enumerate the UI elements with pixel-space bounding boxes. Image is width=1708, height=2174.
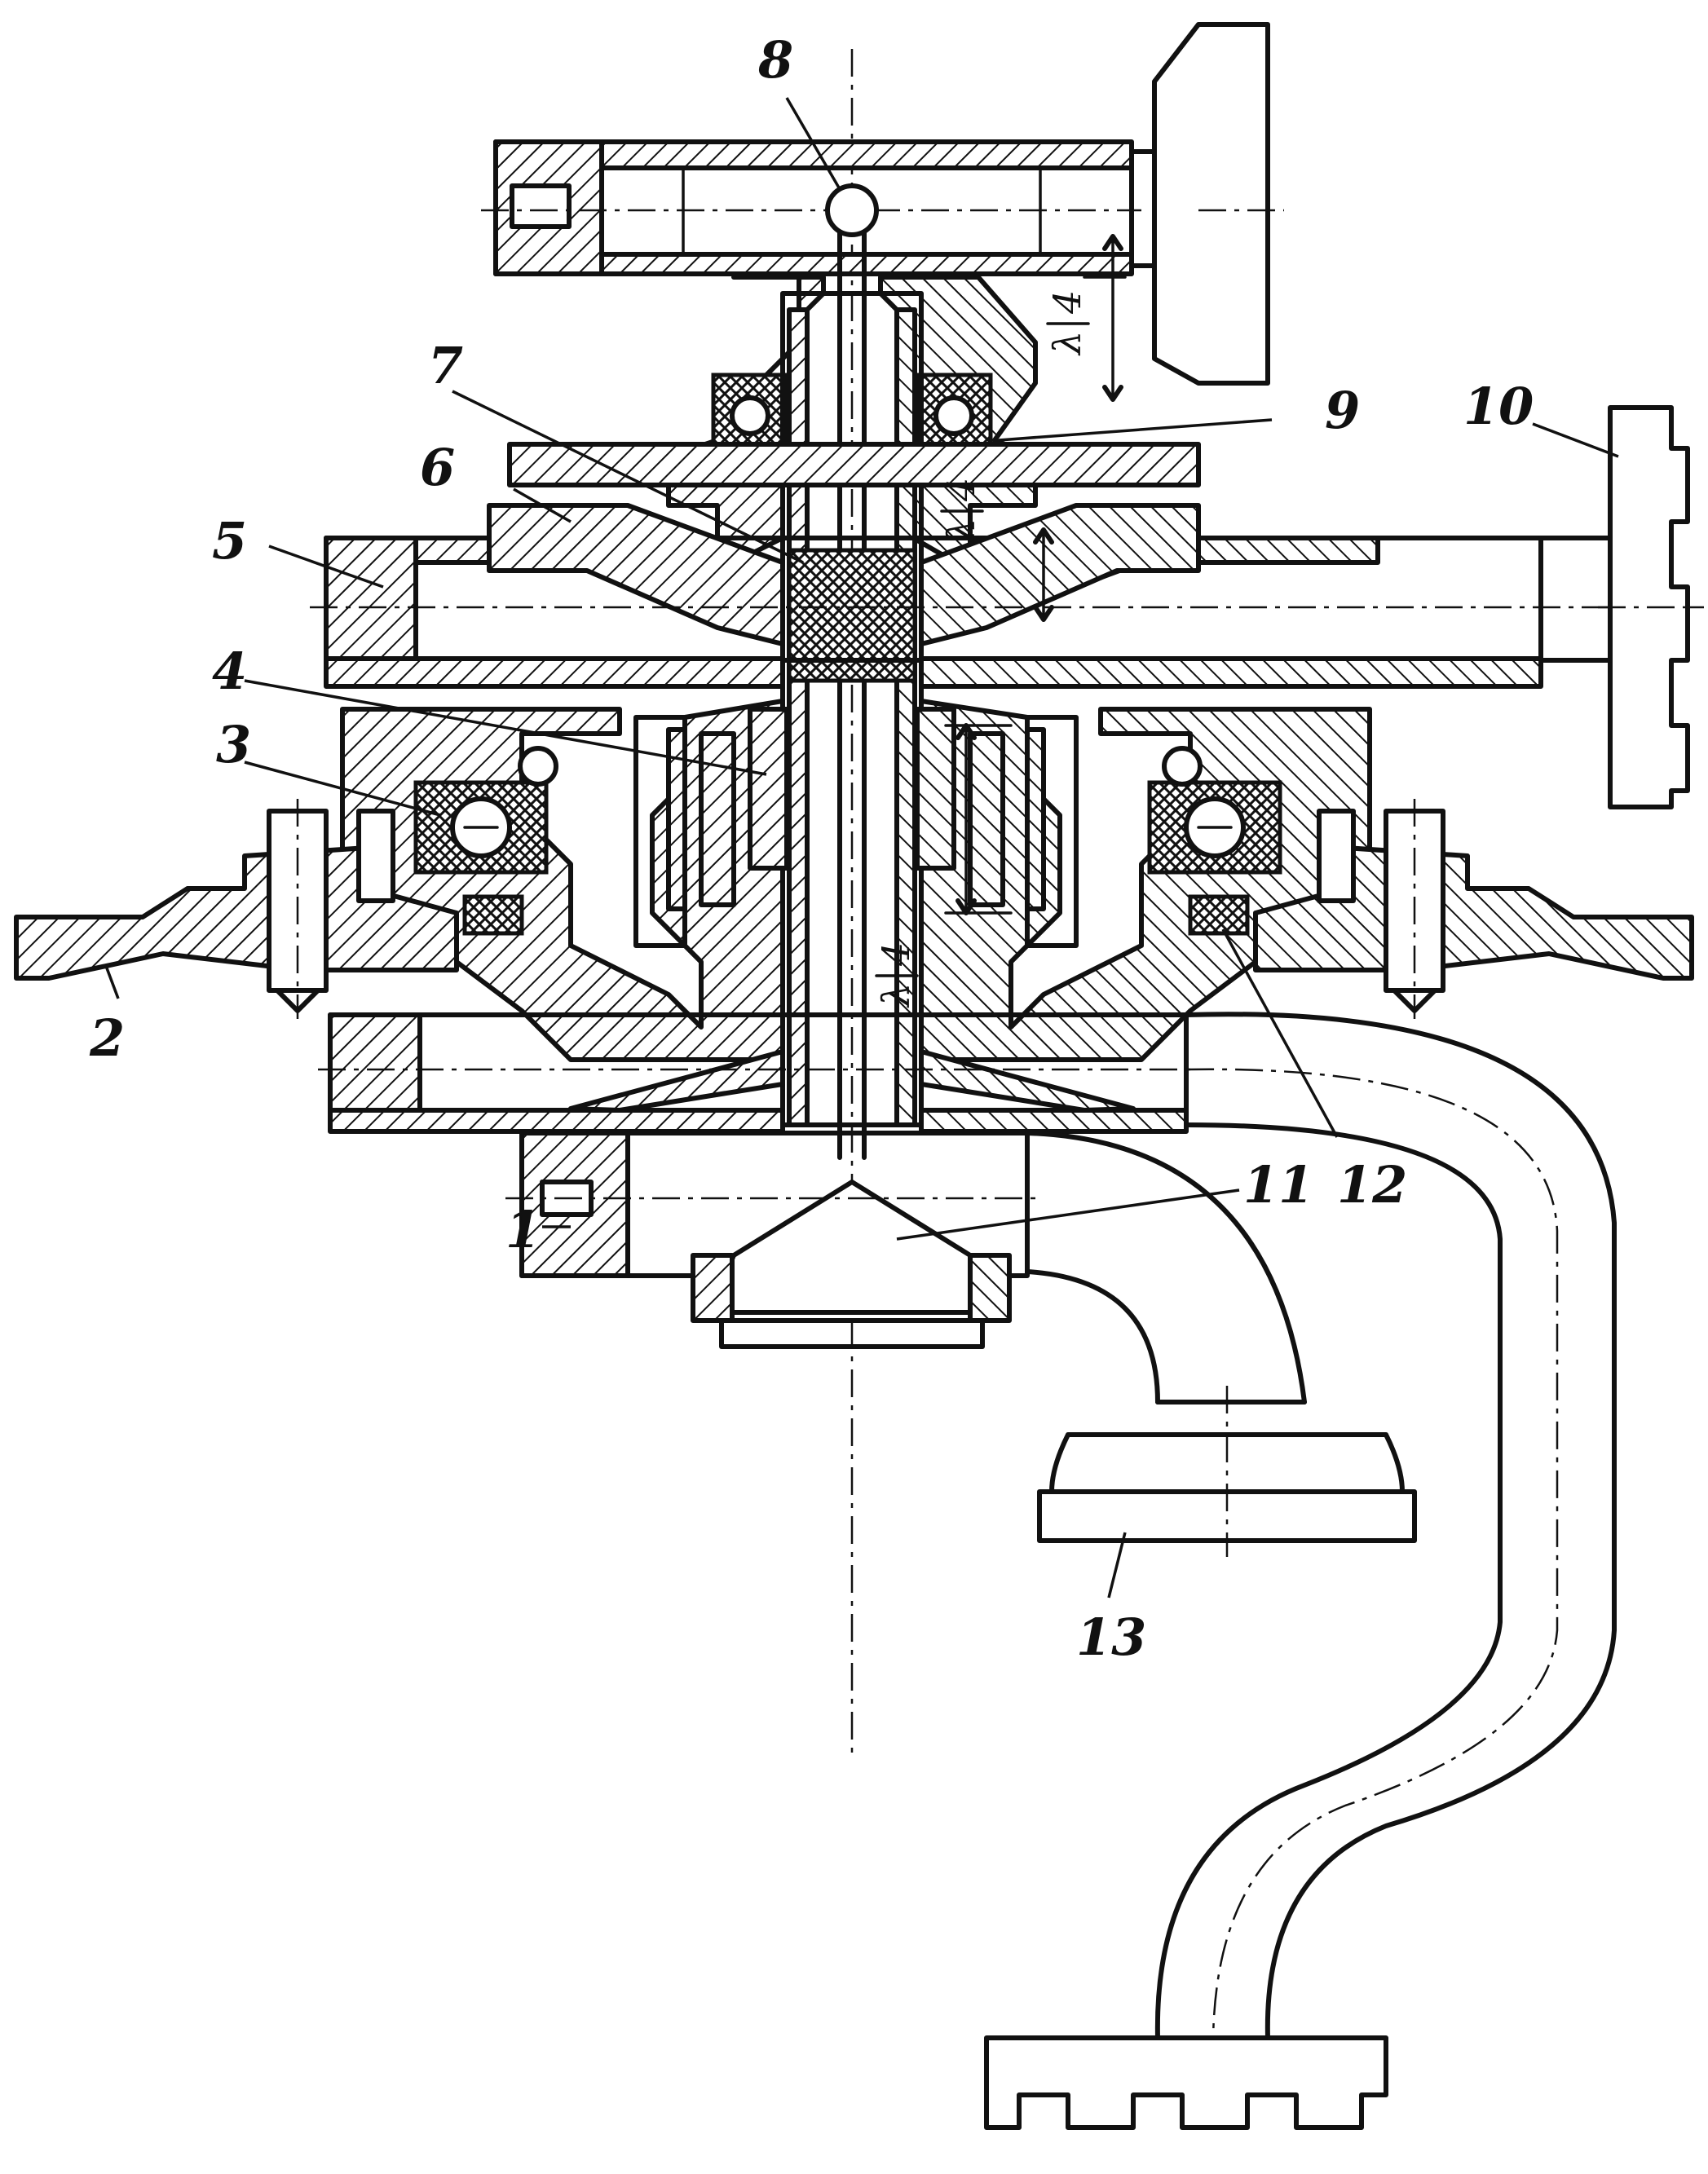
callout-1: 1	[505, 1200, 541, 1259]
waveguide-5-10	[310, 442, 1696, 689]
callout-7: 7	[428, 336, 463, 395]
base-plate-2	[14, 799, 1694, 1019]
dim-middle-lambda: λ	[939, 518, 983, 544]
bottom-waveguide-1	[505, 1131, 1044, 1349]
choke-sleeve-4	[699, 707, 1005, 907]
callout-10: 10	[1463, 377, 1534, 436]
leader-lines	[104, 97, 1619, 1599]
callout-3: 3	[216, 715, 251, 774]
s-bend-waveguide	[984, 1012, 1617, 2130]
callout-13: 13	[1076, 1607, 1146, 1667]
lower-waveguide	[318, 1012, 1198, 1134]
top-waveguide	[481, 139, 1157, 276]
dimension-label-lower: λ 4	[874, 942, 919, 1008]
bend-waveguide-13	[1025, 1131, 1417, 1557]
lower-housing	[340, 699, 1372, 1062]
callout-8: 8	[757, 30, 793, 90]
dim-middle-four: 4	[939, 478, 983, 502]
dim-lower-four: 4	[874, 942, 918, 967]
callout-11: 11	[1243, 1155, 1313, 1215]
callout-5: 5	[212, 511, 247, 571]
callout-2: 2	[89, 1008, 125, 1068]
dimension-middle	[1033, 527, 1054, 622]
callout-6: 6	[420, 438, 455, 497]
dimension-lower	[944, 723, 1013, 915]
dim-lower-lambda: λ	[874, 983, 918, 1008]
callout-9: 9	[1325, 381, 1360, 440]
callout-4: 4	[212, 642, 247, 701]
dimension-label-upper: λ 4	[1045, 290, 1090, 356]
callout-12: 12	[1337, 1155, 1407, 1215]
dimension-upper	[1083, 234, 1127, 402]
dim-upper-lambda: λ	[1045, 331, 1089, 356]
dim-upper-four: 4	[1045, 290, 1089, 315]
dimension-label-middle: λ 4	[939, 478, 984, 544]
right-flange-10	[1538, 405, 1704, 809]
top-right-flange	[1152, 22, 1284, 386]
